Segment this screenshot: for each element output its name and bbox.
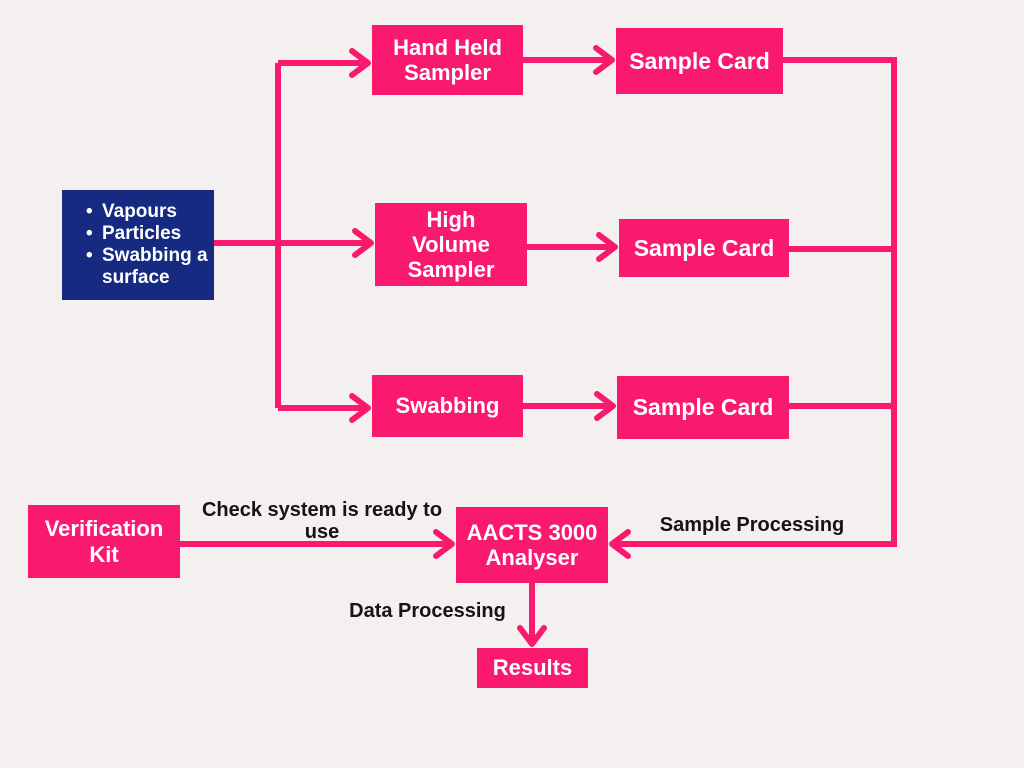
node-high-volume-sampler: High Volume Sampler (375, 203, 527, 286)
node-verification-kit: Verification Kit (28, 505, 180, 578)
edge-label-data-processing: Data Processing (349, 600, 506, 622)
connector-rail-to-analyser (609, 57, 897, 559)
source-item-particles: Particles (84, 223, 208, 245)
edge-label-sample-processing: Sample Processing (659, 514, 845, 536)
source-bullet-list: Vapours Particles Swabbing a surface (62, 201, 214, 288)
node-aacts-3000-analyser: AACTS 3000 Analyser (456, 507, 608, 583)
node-sample-card-middle: Sample Card (619, 219, 789, 277)
source-item-swabbing-surface: Swabbing a surface (84, 245, 208, 289)
node-sample-card-bottom: Sample Card (617, 376, 789, 439)
node-sample-card-top: Sample Card (616, 28, 783, 94)
source-box: Vapours Particles Swabbing a surface (62, 190, 214, 300)
source-item-vapours: Vapours (84, 201, 208, 223)
node-hand-held-sampler: Hand Held Sampler (372, 25, 523, 95)
node-swabbing: Swabbing (372, 375, 523, 437)
node-results: Results (477, 648, 588, 688)
edge-label-check-system: Check system is ready to use (201, 499, 443, 543)
